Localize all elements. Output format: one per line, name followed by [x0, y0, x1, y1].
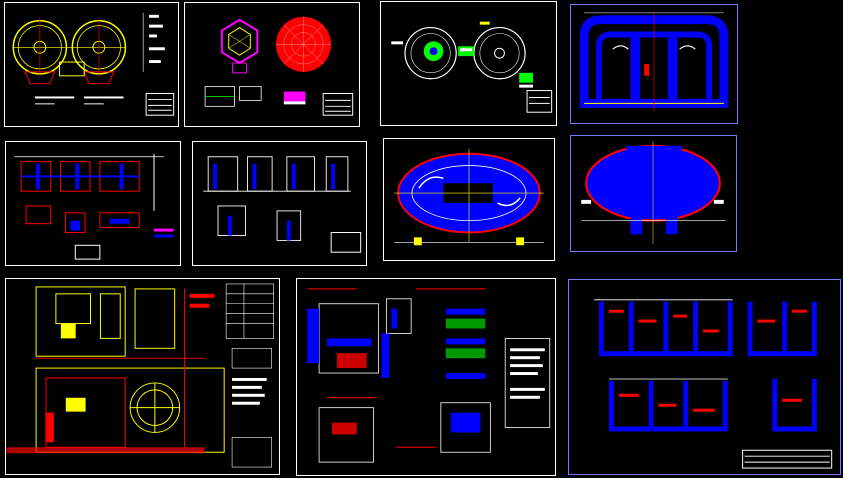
- sheet-hexagon-dome-plan: [184, 2, 360, 127]
- drawing-oval-plan-red: [581, 140, 726, 245]
- sheet-section-elevations-b: [192, 141, 367, 266]
- sheet-oval-channel-plan: [383, 138, 555, 261]
- drawing-site-layout: [6, 283, 274, 468]
- sheet-long-sections: [568, 279, 841, 475]
- drawing-oval-framing: [579, 12, 729, 112]
- sheet-oval-channel-framing: [570, 4, 738, 124]
- drawing-long-sections: [594, 299, 833, 469]
- drawing-sections-b: [203, 156, 362, 253]
- sheet-details: [296, 278, 556, 476]
- drawing-hexagon-dome: [204, 16, 354, 116]
- drawing-dual-tank-green: [391, 21, 553, 113]
- drawing-dual-clarifier: [12, 12, 175, 116]
- sheet-dual-clarifier-plan: [4, 2, 179, 127]
- sheet-dual-tank-green-plan: [380, 1, 557, 126]
- drawing-sections-a: [14, 153, 174, 260]
- sheet-oval-channel-plan-red: [570, 135, 737, 252]
- drawing-details: [307, 288, 551, 463]
- sheet-section-elevations-a: [5, 141, 181, 266]
- sheet-plant-layout-yellow: [5, 278, 280, 475]
- drawing-oval-plan: [394, 148, 544, 246]
